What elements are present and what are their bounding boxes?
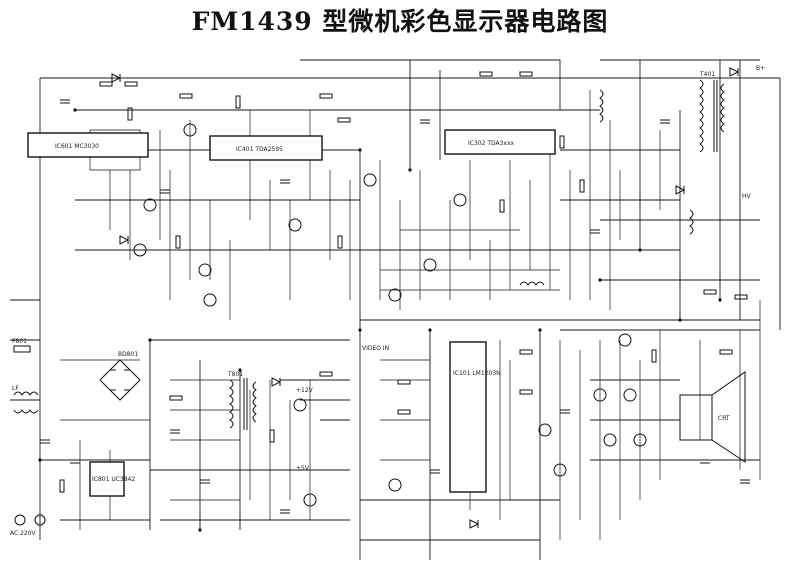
t801-transformer: T801	[227, 371, 257, 430]
fuse-label: F801	[12, 338, 27, 345]
bus-wires	[10, 59, 781, 560]
video-label: VIDEO IN	[362, 345, 389, 352]
capacitors	[40, 99, 750, 514]
resistors	[59, 71, 748, 493]
ic302: IC302 TDA3xxx	[444, 129, 556, 155]
transistors	[133, 123, 647, 507]
t801-label: T801	[227, 371, 243, 378]
plus12v-label: +12V	[296, 387, 314, 394]
ic801-label: IC801 UC3842	[92, 476, 135, 483]
ac-label: AC 220V	[10, 530, 37, 537]
ic401: IC401 TDA2595	[209, 135, 323, 161]
fuse: F801	[12, 338, 31, 353]
bridge-label: BD801	[118, 351, 138, 358]
crt-label: CRT	[718, 415, 730, 422]
crt-tube: CRT	[679, 371, 746, 463]
ac-input: AC 220V	[10, 514, 46, 537]
ic302-label: IC302 TDA3xxx	[468, 140, 515, 147]
hv-label: HV	[742, 193, 752, 200]
line-filter: LF	[12, 385, 39, 414]
junctions	[38, 108, 722, 532]
page-title: FM1439 型微机彩色显示器电路图	[191, 7, 609, 36]
diodes	[111, 67, 740, 529]
ic601-label: IC601 MC3030	[55, 143, 99, 150]
ic101-label: IC101 LM1203N	[453, 370, 501, 377]
plus5v-label: +5V	[296, 465, 310, 472]
flyback-transformer: T401	[699, 71, 725, 153]
lf-label: LF	[12, 385, 19, 392]
b-plus-label: B+	[756, 65, 765, 72]
ic801: IC801 UC3842	[89, 461, 135, 497]
ic601: IC601 MC3030	[27, 132, 149, 158]
coil-small	[519, 89, 694, 286]
bridge-rectifier: BD801	[99, 351, 141, 401]
ic401-label: IC401 TDA2595	[236, 146, 283, 153]
fbt-label: T401	[699, 71, 715, 78]
ic101: IC101 LM1203N	[449, 341, 501, 493]
